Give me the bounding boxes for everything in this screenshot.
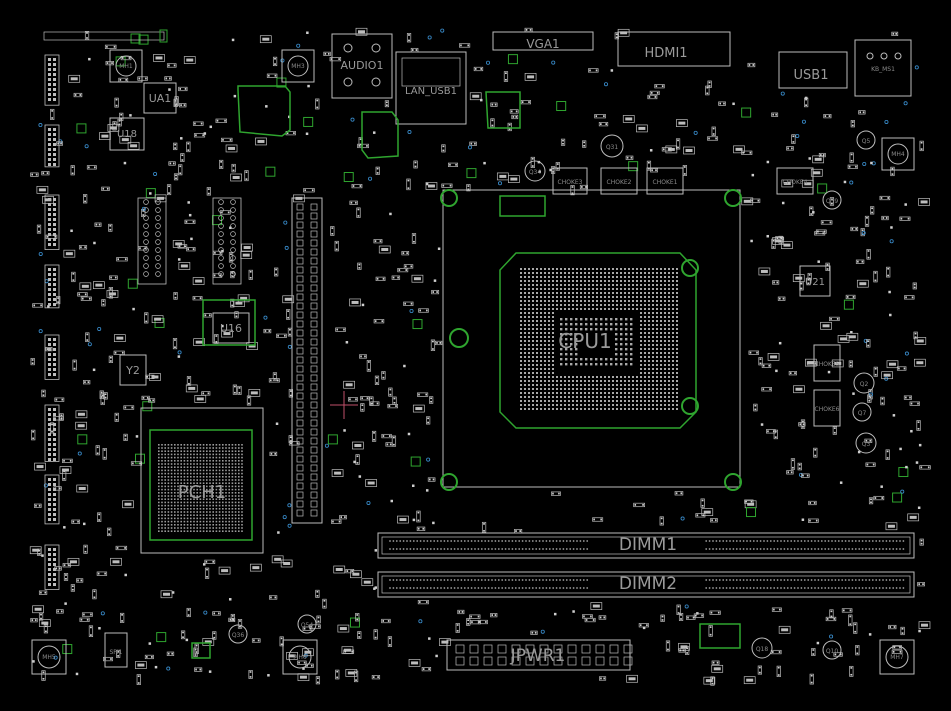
cpu-mount-hole-ml [449, 328, 469, 348]
q2-label: Q2 [860, 381, 869, 388]
cpu-mount-hole-br [724, 473, 742, 491]
u21-label: U21 [805, 277, 825, 288]
cursor-crosshair [330, 391, 358, 419]
choke4-label: CHOKE4 [783, 179, 808, 186]
ps2-connector[interactable]: KB_MS1 [854, 39, 912, 97]
cpu-socket[interactable]: CPU1 [440, 189, 742, 491]
lan-usb1-label: LAN_USB1 [405, 86, 457, 97]
audio1-connector[interactable]: AUDIO1 [331, 33, 393, 99]
jpwr1-pins [455, 644, 633, 666]
pch-chip[interactable]: PCH1 [140, 407, 264, 554]
vga1-connector[interactable]: VGA1 [492, 31, 594, 51]
jpwr1-label: JPWR1 [510, 646, 566, 666]
mosfets: Q31 Q34 Q2 Q3 Q5 Q7 Q10 Q18 Q36 Q54 Q59 [228, 130, 877, 660]
ua1-label: UA1 [149, 92, 172, 105]
spi1-label: SPI1 [109, 649, 122, 656]
ua1-chip[interactable]: UA1 [143, 82, 177, 114]
q18-label: Q18 [756, 646, 769, 653]
component-field [29, 27, 931, 686]
cpu-mount-hole-tr [724, 189, 742, 207]
y2-crystal[interactable]: Y2 [119, 354, 147, 386]
choke6-label: CHOKE6 [815, 406, 840, 413]
dimm1-slot[interactable]: DIMM1 [377, 532, 915, 559]
dimm1-pins [389, 540, 905, 550]
mh3-label: MH3 [291, 63, 305, 70]
ps2-label: KB_MS1 [871, 66, 895, 73]
copper-highlights [191, 85, 741, 659]
cpu-mount-hole-rb [681, 397, 699, 415]
u16-label: U16 [220, 322, 242, 335]
cpu-mount-hole-rt [681, 259, 699, 277]
dimm1-label: DIMM1 [619, 535, 677, 555]
pch-label: PCH1 [178, 482, 226, 503]
mh4-label: MH4 [891, 151, 905, 158]
dimm2-slot[interactable]: DIMM2 [377, 571, 915, 598]
u21-chip[interactable]: U21 [799, 265, 831, 297]
dimm2-pins [389, 579, 905, 589]
hdmi1-connector[interactable]: HDMI1 [617, 31, 731, 67]
mounting-holes: MH1 MH3 MH4 MH5 MH6 MH7 [31, 49, 915, 675]
pch-pad-array [158, 444, 243, 532]
mh1-label: MH1 [119, 63, 133, 70]
q31-label: Q31 [606, 144, 619, 151]
cpu-mount-hole-bl [440, 473, 458, 491]
q5-label: Q5 [862, 138, 871, 145]
vertical-header[interactable] [291, 197, 323, 524]
usb1-label: USB1 [794, 68, 829, 83]
q34-label: Q34 [529, 169, 542, 176]
cpu-mount-hole-tl [440, 189, 458, 207]
choke-row: CHOKE3 CHOKE2 CHOKE1 CHOKE4 CHOKE5 CHOKE… [552, 167, 841, 427]
cpu-socket-label: CPU1 [558, 329, 611, 353]
choke1-label: CHOKE3 [558, 179, 583, 186]
vga1-label: VGA1 [526, 37, 559, 51]
mh7-label: MH7 [890, 654, 904, 661]
hdmi1-label: HDMI1 [644, 46, 687, 61]
y2-label: Y2 [125, 364, 140, 377]
lan-usb1-connector[interactable]: LAN_USB1 [395, 51, 467, 125]
vertical-header-pins [296, 203, 318, 517]
q3-label: Q3 [862, 441, 871, 448]
dimm2-label: DIMM2 [619, 574, 677, 594]
audio1-label: AUDIO1 [341, 59, 384, 72]
cpu-pad-array [520, 268, 678, 410]
spi1-header[interactable]: SPI1 [104, 632, 128, 668]
q54-label: Q54 [301, 622, 314, 629]
u18-label: U18 [117, 129, 137, 140]
choke5-label: CHOKE5 [815, 361, 840, 368]
q7-label: Q7 [858, 410, 867, 417]
u16-chip[interactable]: U16 [212, 312, 250, 344]
mh5-label: MH5 [42, 654, 56, 661]
choke2-label: CHOKE2 [607, 179, 632, 186]
mh6-label: MH6 [293, 654, 307, 661]
u18-chip[interactable]: U18 [109, 117, 145, 151]
q59-label: Q59 [826, 198, 839, 205]
q36-label: Q36 [232, 632, 245, 639]
usb1-connector[interactable]: USB1 [778, 51, 848, 89]
choke3-label: CHOKE1 [653, 179, 678, 186]
jpwr1-connector[interactable]: JPWR1 [446, 639, 633, 671]
q10-label: Q10 [826, 648, 839, 655]
